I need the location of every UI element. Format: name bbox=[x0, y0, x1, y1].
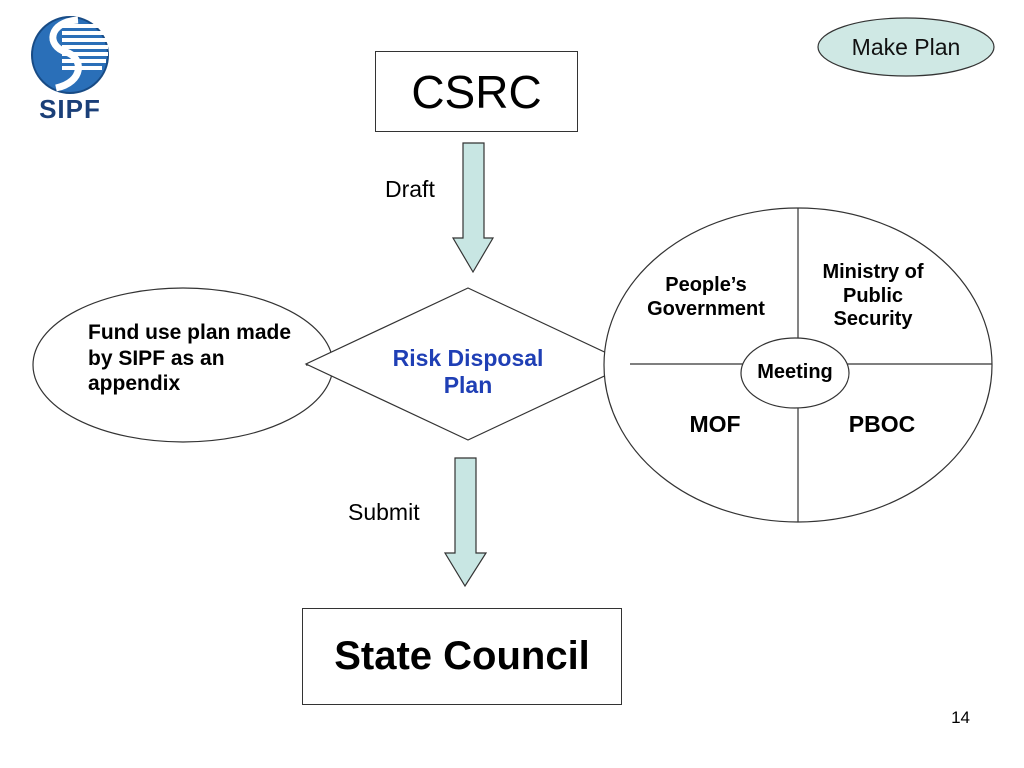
make-plan-ellipse bbox=[817, 17, 995, 77]
sipf-globe-logo bbox=[31, 16, 109, 94]
draft-label: Draft bbox=[385, 176, 435, 202]
mof-label: MOF bbox=[689, 411, 741, 437]
csrc-label: CSRC bbox=[411, 65, 542, 118]
logo-text: SIPF bbox=[39, 94, 101, 124]
fund-use-label: Fund use plan made by SIPF as an appendi… bbox=[88, 321, 292, 396]
submit-label: Submit bbox=[348, 499, 420, 525]
meeting-ellipse bbox=[740, 337, 850, 409]
peoples-government-label: People’s Government bbox=[647, 274, 765, 320]
draft-arrow bbox=[451, 142, 495, 274]
meeting-label: Meeting bbox=[757, 361, 833, 383]
csrc-box: CSRC bbox=[375, 51, 578, 132]
state-council-label: State Council bbox=[334, 634, 590, 678]
ministry-public-security-label: Ministry of Public Security bbox=[822, 261, 924, 331]
state-council-box: State Council bbox=[302, 608, 622, 705]
risk-plan-label: Risk Disposal Plan bbox=[392, 345, 544, 399]
submit-arrow bbox=[443, 457, 488, 588]
pboc-label: PBOC bbox=[848, 411, 916, 437]
make-plan-label: Make Plan bbox=[851, 33, 961, 60]
page-number: 14 bbox=[951, 708, 970, 727]
risk-diamond bbox=[304, 287, 632, 441]
